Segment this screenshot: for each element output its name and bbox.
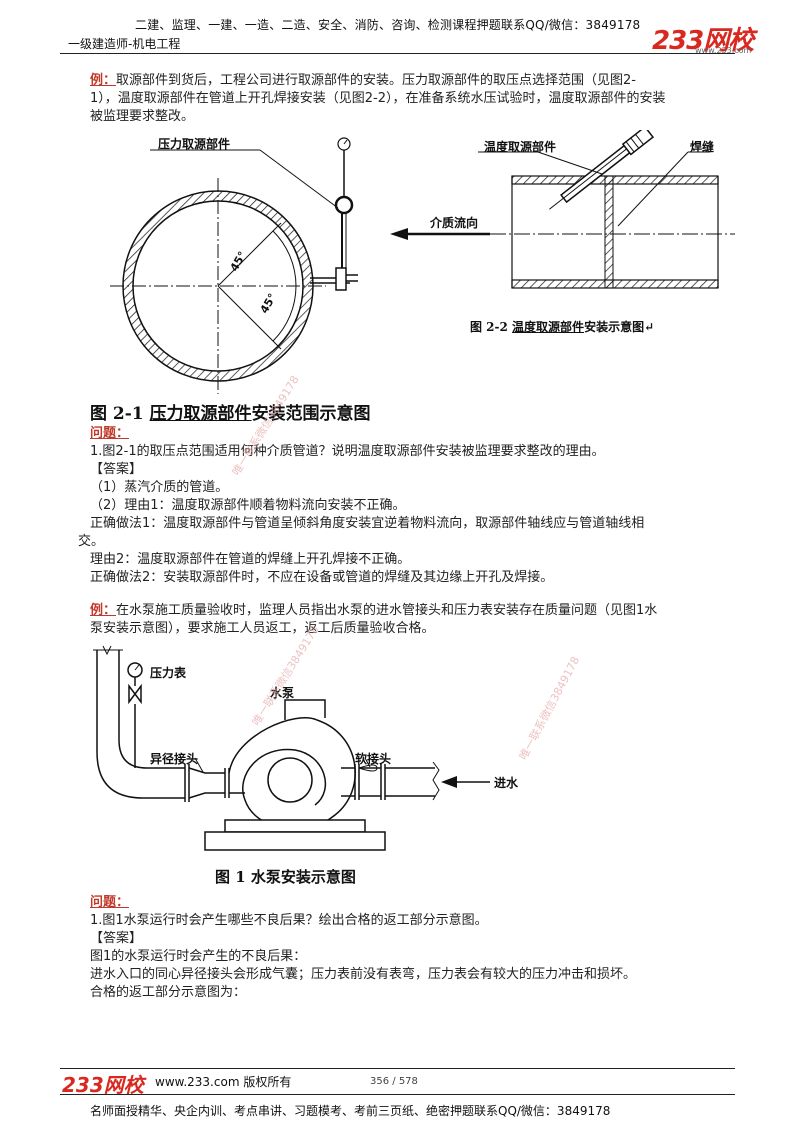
label-flow-direction: 介质流向 bbox=[430, 216, 479, 230]
footer-rule bbox=[60, 1068, 735, 1069]
temperature-tap-figure bbox=[390, 130, 735, 289]
answer1-tag: 【答案】 bbox=[90, 462, 143, 477]
label-weld: 焊缝 bbox=[690, 140, 715, 154]
label-temp-part: 温度取源部件 bbox=[484, 140, 557, 154]
answer2-tag: 【答案】 bbox=[90, 931, 143, 946]
answer1-line: 交。 bbox=[78, 534, 105, 549]
header-rule bbox=[60, 53, 735, 54]
footer-rule-2 bbox=[60, 1094, 735, 1095]
pressure-tap-figure bbox=[110, 137, 358, 394]
answer1-line: （2）理由1：温度取源部件顺着物料流向安装不正确。 bbox=[90, 498, 406, 513]
example1-line2: 1），温度取源部件在管道上开孔焊接安装（见图2-2），在准备系统水压试验时，温度… bbox=[90, 91, 666, 106]
question1-text: 1.图2-1的取压点范围适用何种介质管道？说明温度取源部件安装被监理要求整改的理… bbox=[90, 444, 605, 459]
footer-bottom-line: 名师面授精华、央企内训、考点串讲、习题模考、考前三页纸、绝密押题联系QQ/微信：… bbox=[90, 1104, 611, 1118]
answer1-line: 正确做法2：安装取源部件时，不应在设备或管道的焊缝及其边缘上开孔及焊接。 bbox=[90, 570, 554, 585]
example2-text: 例：在水泵施工质量验收时，监理人员指出水泵的进水管接头和压力表安装存在质量问题（… bbox=[90, 602, 735, 638]
pump-installation-figure bbox=[93, 645, 490, 851]
fig2-2-caption: 图 2-2 温度取源部件安装示意图↵ bbox=[470, 320, 655, 334]
example2-line1: 在水泵施工质量验收时，监理人员指出水泵的进水管接头和压力表安装存在质量问题（见图… bbox=[116, 603, 658, 618]
footer-url[interactable]: www.233.com 版权所有 bbox=[155, 1075, 292, 1089]
page-number: 356 / 578 bbox=[370, 1076, 418, 1087]
question2-text: 1.图1水泵运行时会产生哪些不良后果？绘出合格的返工部分示意图。 bbox=[90, 913, 488, 928]
example1-text: 例：取源部件到货后，工程公司进行取源部件的安装。压力取源部件的取压点选择范围（见… bbox=[90, 72, 735, 126]
example2-line2: 泵安装示意图），要求施工人员返工，返工后质量验收合格。 bbox=[90, 621, 435, 636]
label-pressure-part: 压力取源部件 bbox=[158, 137, 231, 151]
header-subtitle: 一级建造师-机电工程 bbox=[68, 37, 181, 51]
answer2-line: 图1的水泵运行时会产生的不良后果： bbox=[90, 949, 307, 964]
answer1-line: 理由2：温度取源部件在管道的焊缝上开孔焊接不正确。 bbox=[90, 552, 411, 567]
fig1-caption: 图 1 水泵安装示意图 bbox=[215, 868, 356, 886]
example2-qa: 问题： 1.图1水泵运行时会产生哪些不良后果？绘出合格的返工部分示意图。 【答案… bbox=[90, 894, 735, 1002]
answer2-line: 合格的返工部分示意图为： bbox=[90, 985, 247, 1000]
logo-url[interactable]: www.233.com bbox=[695, 46, 752, 55]
question2-tag: 问题： bbox=[90, 895, 130, 910]
label-soft-joint: 软接头 bbox=[355, 752, 392, 766]
example1-qa: 问题： 1.图2-1的取压点范围适用何种介质管道？说明温度取源部件安装被监理要求… bbox=[78, 425, 735, 587]
label-pump: 水泵 bbox=[270, 686, 295, 700]
logo-233[interactable]: 233网校 bbox=[652, 26, 754, 56]
header-top-line: 二建、监理、一建、一造、二造、安全、消防、咨询、检测课程押题联系QQ/微信：38… bbox=[135, 18, 641, 32]
label-reducer: 异径接头 bbox=[150, 752, 199, 766]
question1-tag: 问题： bbox=[90, 426, 130, 441]
label-water-inlet: 进水 bbox=[494, 776, 519, 790]
fig2-1-caption: 图 2-1 压力取源部件安装范围示意图 bbox=[90, 404, 371, 424]
answer1-line: 正确做法1：温度取源部件与管道呈倾斜角度安装宜逆着物料流向，取源部件轴线应与管道… bbox=[90, 516, 645, 531]
label-pressure-gauge: 压力表 bbox=[150, 666, 187, 680]
example1-tag: 例： bbox=[90, 73, 117, 88]
example1-line1: 取源部件到货后，工程公司进行取源部件的安装。压力取源部件的取压点选择范围（见图2… bbox=[116, 73, 636, 88]
footer-logo[interactable]: 233网校 bbox=[62, 1073, 144, 1097]
example1-line3: 被监理要求整改。 bbox=[90, 109, 195, 124]
answer2-line: 进水入口的同心异径接头会形成气囊；压力表前没有表弯，压力表会有较大的压力冲击和损… bbox=[90, 967, 637, 982]
example2-tag: 例： bbox=[90, 603, 117, 618]
answer1-line: （1）蒸汽介质的管道。 bbox=[90, 480, 229, 495]
